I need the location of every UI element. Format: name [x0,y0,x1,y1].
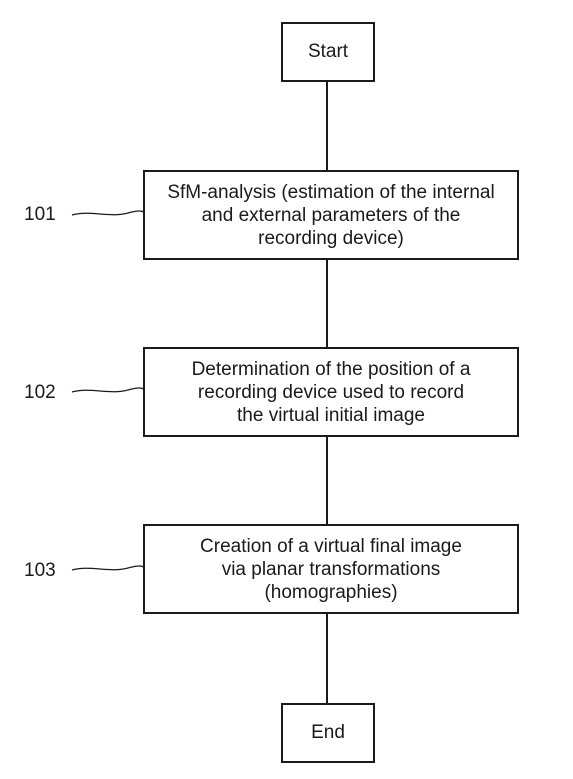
step-102-ref-numeral: 102 [24,382,56,403]
step-103-line-3: (homographies) [264,581,398,603]
step-101-line-1: SfM-analysis (estimation of the internal [167,181,495,203]
step-101-line-2: and external parameters of the [201,204,461,226]
step-102-line-2: recording device used to record [197,381,465,403]
start-box: Start [281,22,375,82]
step-103-leader-line [71,565,149,571]
end-box: End [281,703,375,763]
start-label: Start [307,41,349,62]
step-101-ref-numeral: 101 [24,204,56,225]
step-102-line-3: the virtual initial image [237,404,425,426]
connector-102-to-103 [326,436,328,525]
step-101-line-3: recording device) [258,227,404,249]
step-103-line-2: via planar transformations [221,558,441,580]
step-103-box: Creation of a virtual final image via pl… [143,524,519,614]
connector-start-to-101 [326,80,328,171]
step-101-leader-line [71,210,149,216]
step-102-line-1: Determination of the position of a [191,358,471,380]
step-103-line-1: Creation of a virtual final image [200,535,462,557]
step-102-box: Determination of the position of a recor… [143,347,519,437]
connector-101-to-102 [326,259,328,348]
end-label: End [311,722,345,743]
connector-103-to-end [326,613,328,704]
step-101-box: SfM-analysis (estimation of the internal… [143,170,519,260]
step-102-leader-line [71,387,149,393]
step-103-ref-numeral: 103 [24,560,56,581]
